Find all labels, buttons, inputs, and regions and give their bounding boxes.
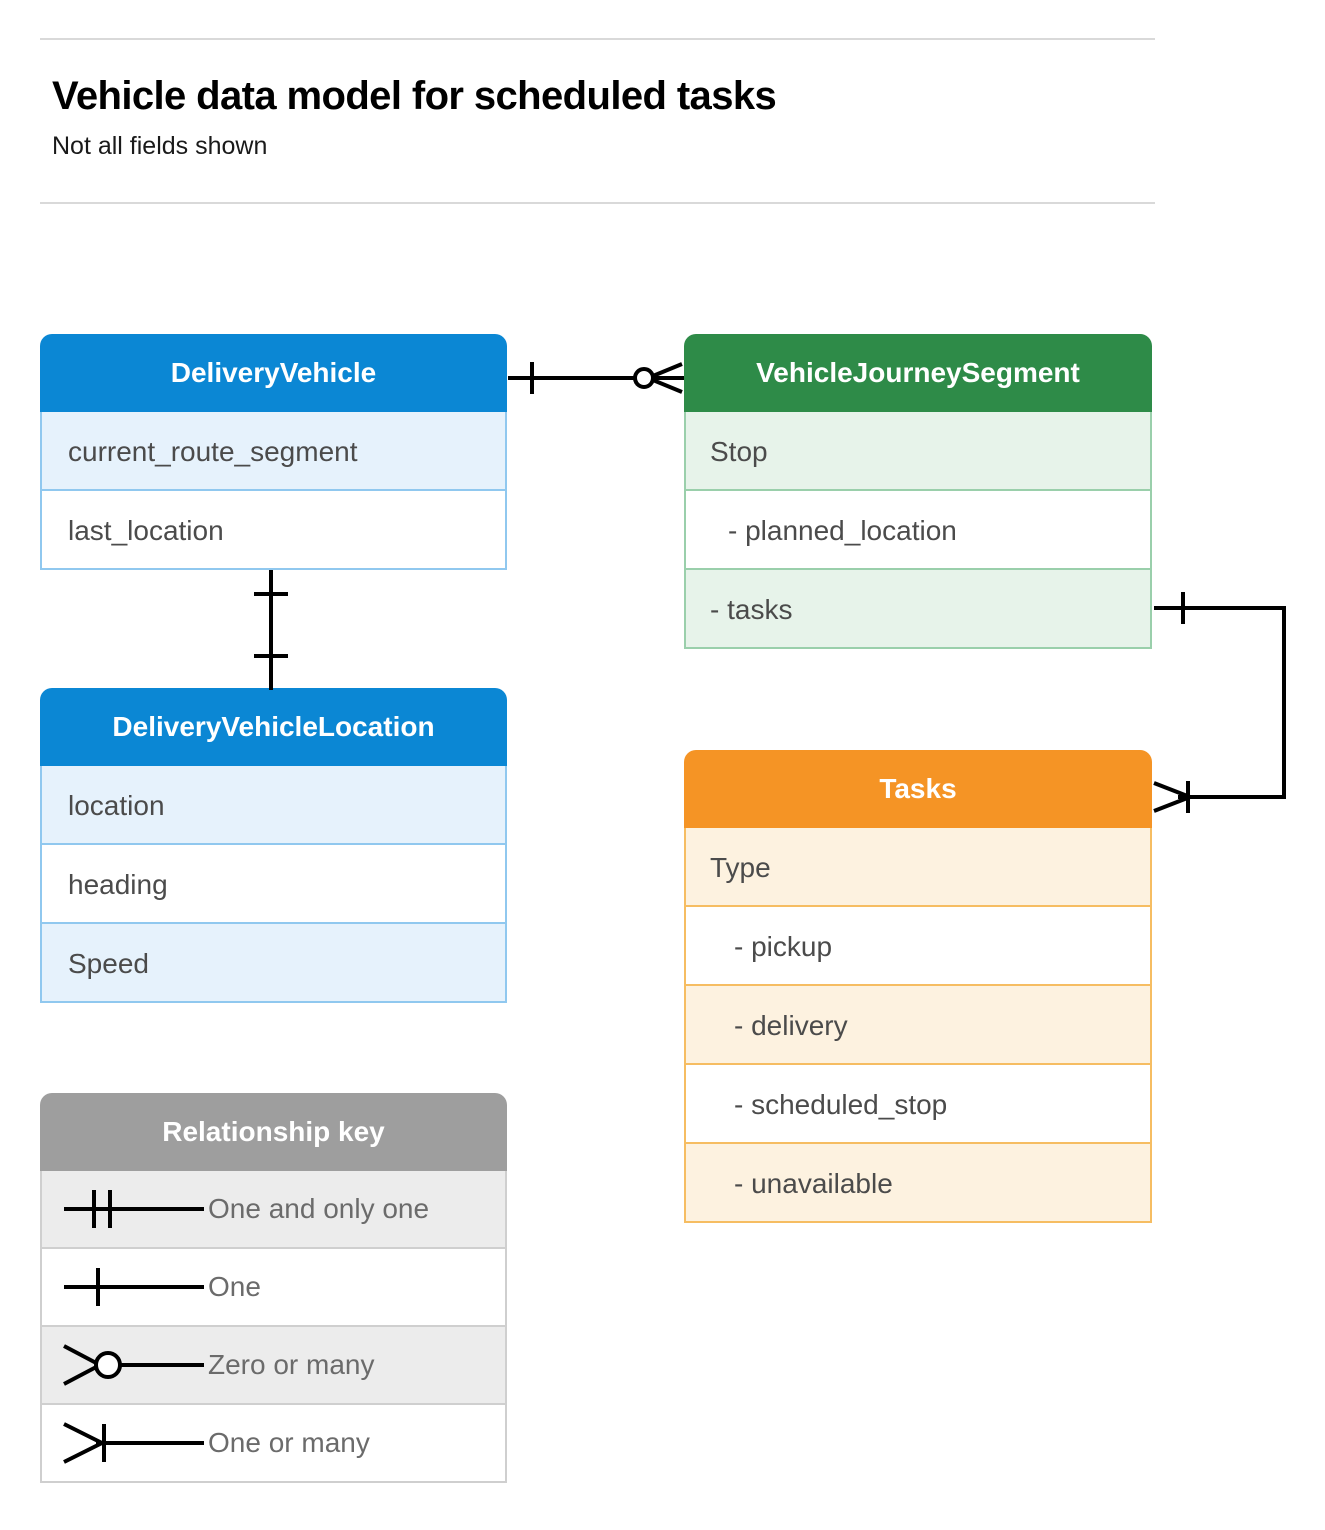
relationship-key-label: One (208, 1271, 261, 1302)
relationship-key-row: One and only one (40, 1171, 507, 1249)
connector-journey-segment-to-tasks (1153, 592, 1286, 813)
entity-delivery-vehicle: DeliveryVehicle current_route_segment la… (40, 334, 507, 570)
entity-delivery-vehicle-title: DeliveryVehicle (40, 334, 507, 412)
relationship-key-legend: Relationship key One and only one One Ze… (40, 1093, 507, 1483)
one-icon (64, 1268, 204, 1306)
entity-delivery-vehicle-location-title: DeliveryVehicleLocation (40, 688, 507, 766)
entity-row: last_location (40, 491, 507, 570)
header-divider-top (40, 38, 1155, 40)
entity-row: - delivery (684, 986, 1152, 1065)
relationship-key-label: Zero or many (208, 1349, 375, 1380)
entity-delivery-vehicle-location: DeliveryVehicleLocation location heading… (40, 688, 507, 1003)
entity-tasks: Tasks Type - pickup - delivery - schedul… (684, 750, 1152, 1223)
one-or-many-icon (63, 1422, 204, 1464)
entity-row: current_route_segment (40, 412, 507, 491)
connector-delivery-vehicle-to-location (254, 570, 288, 690)
entity-row: - planned_location (684, 491, 1152, 570)
entity-row: Stop (684, 412, 1152, 491)
entity-row: - pickup (684, 907, 1152, 986)
entity-vehicle-journey-segment-title: VehicleJourneySegment (684, 334, 1152, 412)
entity-tasks-title: Tasks (684, 750, 1152, 828)
entity-row: - unavailable (684, 1144, 1152, 1223)
entity-row: - tasks (684, 570, 1152, 649)
one-and-only-one-icon (64, 1190, 204, 1228)
entity-row: Speed (40, 924, 507, 1003)
zero-or-many-icon (63, 1344, 204, 1386)
page-subtitle: Not all fields shown (52, 132, 268, 160)
entity-row: - scheduled_stop (684, 1065, 1152, 1144)
header-divider-bottom (40, 202, 1155, 204)
relationship-key-label: One or many (208, 1427, 370, 1458)
relationship-key-row: Zero or many (40, 1327, 507, 1405)
relationship-key-row: One (40, 1249, 507, 1327)
entity-row: location (40, 766, 507, 845)
entity-vehicle-journey-segment: VehicleJourneySegment Stop - planned_loc… (684, 334, 1152, 649)
page-title: Vehicle data model for scheduled tasks (52, 74, 777, 118)
connector-delivery-vehicle-to-journey-segment (508, 362, 684, 394)
relationship-key-label: One and only one (208, 1193, 430, 1224)
entity-row: Type (684, 828, 1152, 907)
relationship-key-row: One or many (40, 1405, 507, 1483)
entity-row: heading (40, 845, 507, 924)
relationship-key-title: Relationship key (40, 1093, 507, 1171)
